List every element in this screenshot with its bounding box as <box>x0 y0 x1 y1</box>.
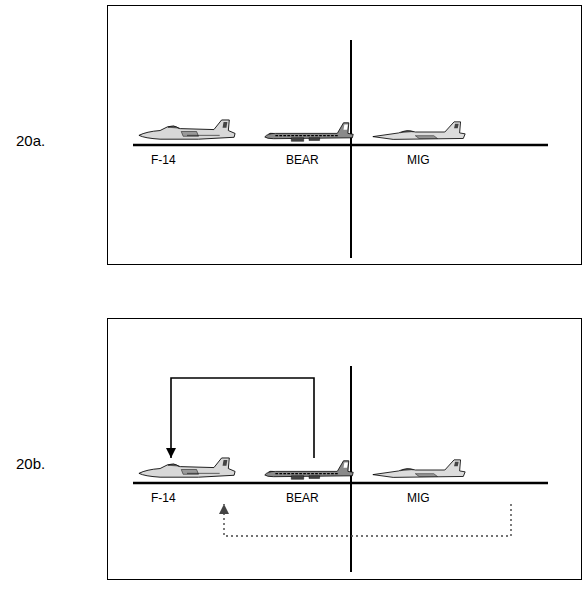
figure-panel: 20b.F-14BEARMIG <box>107 318 582 580</box>
aircraft-node: BEAR <box>264 120 358 166</box>
panel-a-lines <box>133 40 548 258</box>
panel-b-aircraft <box>139 458 465 479</box>
aircraft-node: BEAR <box>264 458 358 504</box>
aircraft-label: F-14 <box>151 491 176 505</box>
figure-panel: 20a.F-14BEARMIG <box>107 5 582 265</box>
figure-number: 20a. <box>16 132 45 149</box>
solid-arrow <box>171 378 314 458</box>
dotted-arrow <box>224 504 511 536</box>
aircraft-label: F-14 <box>151 153 176 167</box>
panel-b-lines <box>133 366 548 572</box>
aircraft-node: MIG <box>371 458 521 504</box>
aircraft-node: F-14 <box>137 458 241 504</box>
figure-number: 20b. <box>16 455 45 472</box>
aircraft-label: MIG <box>407 491 430 505</box>
aircraft-label: BEAR <box>286 491 319 505</box>
aircraft-node: F-14 <box>137 120 241 166</box>
aircraft-node: MIG <box>371 120 521 166</box>
aircraft-label: BEAR <box>286 153 319 167</box>
panel-a-aircraft <box>139 120 465 141</box>
aircraft-label: MIG <box>407 153 430 167</box>
